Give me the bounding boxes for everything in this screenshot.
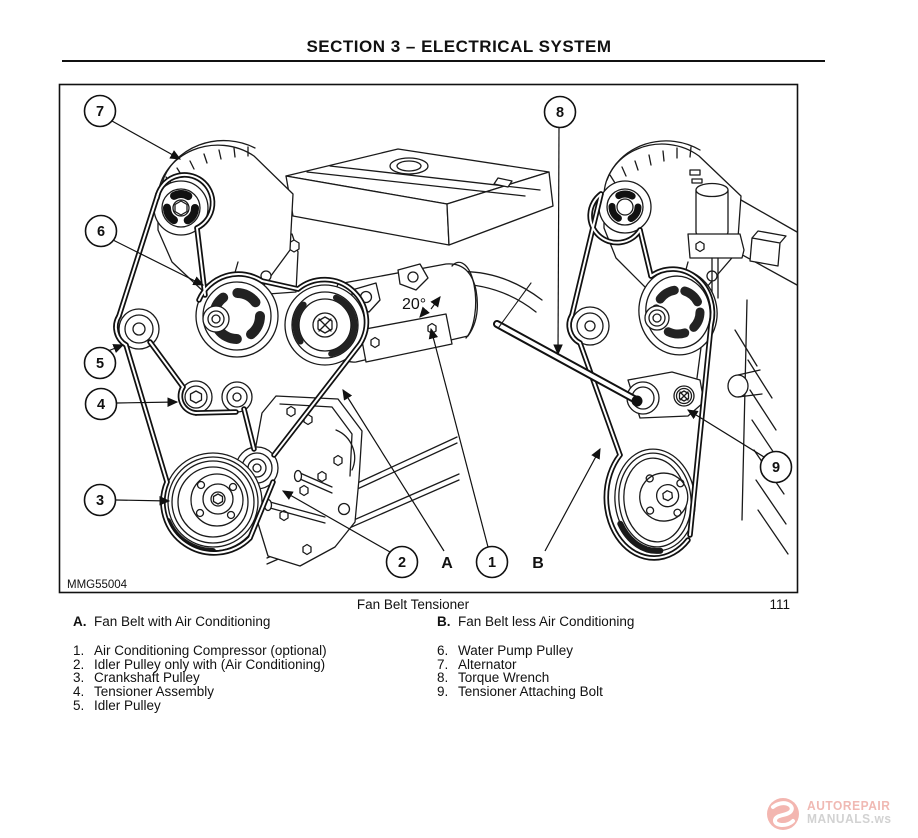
crankshaft-pulley-right: [614, 448, 696, 554]
svg-text:5: 5: [96, 356, 104, 372]
callout-6: 6: [84, 214, 118, 248]
torque-wrench: [493, 282, 643, 407]
svg-text:2: 2: [398, 555, 406, 571]
callout-8: 8: [543, 95, 577, 129]
legend-label-b: Fan Belt less Air Conditioning: [458, 614, 635, 629]
idler-pulley-right: [570, 306, 610, 346]
svg-text:6: 6: [97, 224, 105, 240]
alternator-left: [153, 139, 294, 293]
water-pump-pulley-left: [195, 274, 279, 358]
watermark-line1: AUTOREPAIR: [807, 798, 891, 813]
leader-lines: [107, 120, 765, 553]
watermark: AUTOREPAIR MANUALS.ws: [763, 795, 913, 835]
image-code: MMG55004: [67, 579, 128, 591]
legend-letter-b: B.: [437, 614, 451, 629]
alternator-pulley-right: [598, 180, 652, 234]
svg-text:1: 1: [488, 555, 496, 571]
breather-cylinder: [687, 169, 745, 301]
angle-annotation: 20°: [402, 296, 441, 318]
idler-pulley-5: [118, 308, 160, 350]
legend-item-7: 7. Alternator: [437, 656, 517, 672]
view-label-b: B: [532, 555, 544, 572]
section-title: SECTION 3 – ELECTRICAL SYSTEM: [306, 37, 612, 56]
callout-2: 2: [385, 545, 419, 579]
legend-right-column: 6. Water Pump Pulley 7. Alternator 8. To…: [437, 644, 603, 699]
callout-9: 9: [759, 450, 793, 484]
watermark-line2: MANUALS.ws: [807, 811, 892, 826]
legend-item-4: 4. Tensioner Assembly: [73, 684, 215, 700]
callout-3: 3: [83, 483, 117, 517]
fan-belt-less-ac: [566, 191, 716, 561]
legend-letter-a: A.: [73, 614, 87, 629]
callout-7: 7: [83, 94, 117, 128]
engine-block-right: [727, 199, 798, 555]
compressor-pulley: [284, 284, 366, 366]
callout-5: 5: [83, 346, 117, 380]
tensioner-assembly-left: [179, 380, 213, 414]
legend-item-5: 5. Idler Pulley: [73, 697, 161, 713]
water-pump-pulley-right: [638, 268, 718, 356]
tensioner-assembly-right: [626, 371, 705, 419]
page-number: 111: [769, 597, 790, 612]
title-rule: [62, 60, 825, 62]
engine-line-art: [113, 139, 798, 567]
svg-text:4: 4: [97, 397, 105, 413]
callout-4: 4: [84, 387, 118, 421]
callout-1: 1: [475, 545, 509, 579]
angle-label: 20°: [402, 296, 426, 313]
svg-text:8: 8: [556, 105, 564, 121]
legend-item-3: 3. Crankshaft Pulley: [73, 670, 200, 686]
legend-left-column: 1. Air Conditioning Compressor (optional…: [73, 644, 327, 713]
legend-header-a: A. Fan Belt with Air Conditioning: [73, 615, 270, 629]
view-label-a: A: [441, 555, 453, 572]
svg-text:7: 7: [96, 104, 104, 120]
legend-item-1: 1. Air Conditioning Compressor (optional…: [73, 643, 327, 658]
legend-item-2: 2. Idler Pulley only with (Air Condition…: [73, 656, 326, 672]
crankshaft-pulley-left: [163, 452, 263, 554]
figure-caption: Fan Belt Tensioner: [356, 597, 470, 612]
legend-label-a: Fan Belt with Air Conditioning: [94, 614, 271, 629]
legend-header-b: B. Fan Belt less Air Conditioning: [437, 615, 634, 629]
legend-item-9: 9. Tensioner Attaching Bolt: [437, 684, 603, 700]
svg-text:3: 3: [96, 493, 104, 509]
legend-item-6: 6. Water Pump Pulley: [437, 643, 574, 658]
watermark-logo-icon: [767, 798, 799, 830]
callouts: 7 6 5 4 3 2 1: [83, 94, 793, 579]
svg-text:9: 9: [772, 460, 780, 476]
legend-item-8: 8. Torque Wrench: [437, 670, 550, 686]
idler-pulley-mid: [221, 381, 253, 413]
